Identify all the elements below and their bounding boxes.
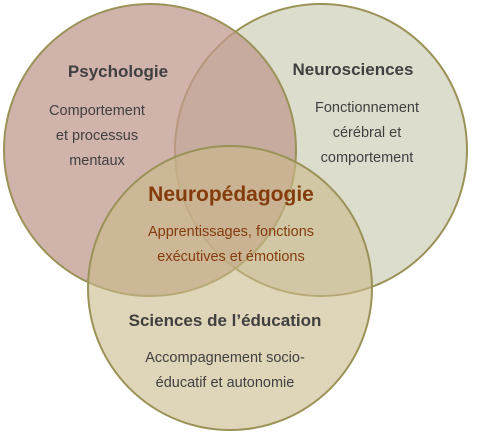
psychology-description-line: Comportement [49,103,145,119]
psychology-title: Psychologie [67,62,169,81]
education-description-line: éducatif et autonomie [155,375,295,391]
neurosciences-title: Neurosciences [292,60,414,79]
center-description-line: Apprentissages, fonctions [147,224,315,240]
neurosciences-description-line: comportement [320,150,414,166]
neurosciences-description-line: cérébral et [332,125,402,141]
education-circle [87,145,373,431]
psychology-description-line: et processus [55,128,139,144]
education-description-line: Accompagnement socio- [145,350,305,366]
center-description-line: exécutives et émotions [157,249,305,265]
psychology-description: Comportement et processus mentaux [27,99,167,174]
center-description: Apprentissages, fonctions exécutives et … [111,220,351,270]
education-description: Accompagnement socio- éducatif et autono… [110,346,340,396]
education-title: Sciences de l’éducation [128,311,322,330]
center-title: Neuropédagogie [148,183,314,206]
psychology-description-line: mentaux [69,153,125,169]
neurosciences-description: Fonctionnement cérébral et comportement [292,96,442,171]
neurosciences-description-line: Fonctionnement [315,100,419,116]
